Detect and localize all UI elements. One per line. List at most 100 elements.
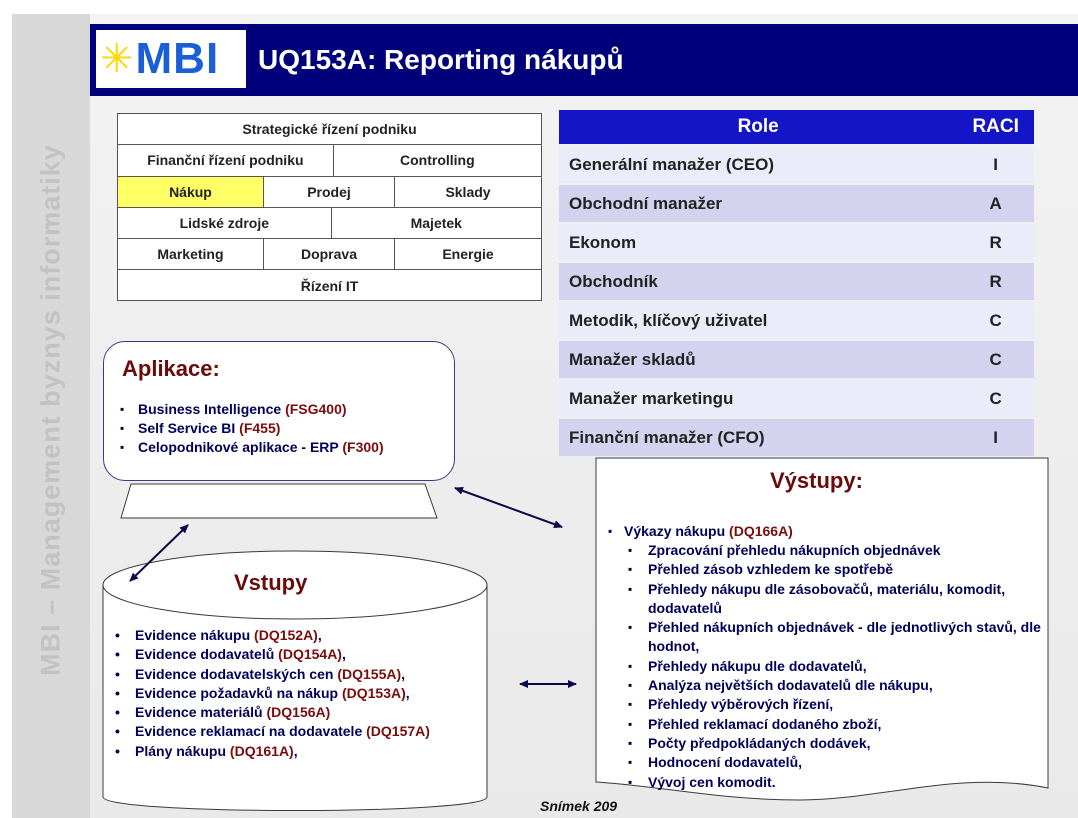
raci-role: Generální manažer (CEO): [559, 146, 958, 183]
header-bar: [90, 24, 1078, 96]
slide-number: Snímek 209: [540, 798, 618, 814]
outputs-title: Výstupy:: [770, 468, 863, 493]
applications-box: Aplikace: Business Intelligence (FSG400)…: [103, 341, 455, 481]
item-code: (F300): [342, 439, 384, 455]
item-text: Evidence reklamací na dodavatele: [135, 723, 367, 740]
raci-role: Finanční manažer (CFO): [559, 419, 958, 456]
item-suffix: ,: [405, 684, 410, 701]
outputs-main-item: Výkazy nákupu (DQ166A): [606, 522, 1046, 541]
list-item: Evidence nákupu (DQ152A),: [115, 626, 495, 646]
item-text: Self Service BI: [138, 420, 240, 436]
area-row: Finanční řízení podniku Controlling: [118, 145, 541, 177]
raci-header-row: Role RACI: [559, 110, 1034, 144]
item-text: Plány nákupu: [135, 742, 230, 759]
area-cell: Řízení IT: [300, 278, 359, 295]
item-code: (DQ154A): [278, 646, 342, 663]
monitor-stand-shape: [120, 483, 438, 519]
area-cell: Sklady: [445, 183, 491, 200]
raci-role: Ekonom: [559, 224, 958, 261]
item-code: (FSG400): [285, 401, 347, 417]
area-row: Marketing Doprava Energie: [118, 239, 541, 271]
cylinder-top-shape: [102, 550, 488, 620]
item-text: Evidence dodavatelů: [135, 646, 279, 663]
area-cell: Majetek: [410, 215, 462, 232]
list-item: Přehled nákupních objednávek - dle jedno…: [628, 618, 1048, 657]
item-text: Business Intelligence: [138, 401, 286, 417]
item-code: (DQ153A): [341, 684, 406, 701]
item-suffix: ,: [293, 742, 298, 759]
sun-icon: ✳: [100, 37, 134, 81]
raci-value: A: [957, 185, 1034, 222]
area-cell: Finanční řízení podniku: [118, 145, 334, 176]
raci-value: R: [957, 263, 1034, 300]
list-item: Plány nákupu (DQ161A),: [115, 742, 495, 762]
item-text: Evidence nákupu: [135, 627, 255, 643]
list-item: Evidence reklamací na dodavatele (DQ157A…: [115, 722, 435, 742]
inputs-list: Evidence nákupu (DQ152A), Evidence dodav…: [107, 626, 495, 761]
applications-title: Aplikace:: [122, 356, 220, 381]
area-cell: Prodej: [264, 176, 396, 207]
area-cell: Lidské zdroje: [118, 207, 332, 239]
arrow-app-output: [454, 486, 563, 529]
list-item: Evidence dodavatelů (DQ154A),: [115, 645, 495, 665]
list-item: Přehledy nákupu dle dodavatelů,: [628, 657, 1046, 677]
list-item: Přehledy nákupu dle zásobovačů, materiál…: [628, 580, 1008, 619]
item-code: (F455): [239, 420, 281, 436]
list-item: Evidence dodavatelských cen (DQ155A),: [115, 665, 495, 685]
logo-text: MBI: [135, 34, 220, 83]
item-code: (DQ161A): [229, 742, 294, 759]
inputs-title: Vstupy: [234, 570, 308, 595]
area-cell: Energie: [442, 246, 494, 263]
item-text: Evidence materiálů: [135, 704, 267, 721]
page-title: UQ153A: Reporting nákupů: [258, 44, 624, 75]
raci-value: C: [957, 302, 1034, 339]
raci-value: I: [957, 419, 1034, 456]
item-code: (DQ166A): [729, 523, 793, 539]
area-row: Lidské zdroje Majetek: [118, 207, 541, 240]
item-code: (DQ156A): [266, 704, 331, 721]
raci-value: C: [957, 341, 1034, 378]
list-item: Přehled zásob vzhledem ke spotřebě: [628, 560, 1046, 580]
arrow-app-input: [129, 524, 189, 582]
list-item: Evidence požadavků na nákup (DQ153A),: [115, 684, 495, 704]
list-item: Přehledy výběrových řízení,: [628, 695, 1046, 715]
list-item: Business Intelligence (FSG400): [120, 400, 384, 419]
raci-role: Manažer skladů: [559, 341, 958, 378]
list-item: Vývoj cen komodit.: [628, 773, 1046, 793]
list-item: Celopodnikové aplikace - ERP (F300): [120, 438, 384, 457]
list-item: Počty předpokládaných dodávek,: [628, 734, 1046, 754]
outputs-list: Výkazy nákupu (DQ166A) Zpracování přehle…: [606, 522, 1046, 792]
business-area-table: Strategické řízení podniku Finanční říze…: [117, 113, 542, 301]
list-item: Self Service BI (F455): [120, 419, 384, 438]
list-item: Zpracování přehledu nákupních objednávek: [628, 541, 1046, 561]
list-item: Analýza největších dodavatelů dle nákupu…: [628, 676, 1046, 696]
applications-list: Business Intelligence (FSG400) Self Serv…: [116, 400, 384, 457]
area-cell-highlighted: Nákup: [118, 176, 264, 207]
logo: ✳ MBI: [96, 30, 246, 88]
item-text: Evidence dodavatelských cen: [135, 665, 338, 682]
raci-table: Role RACI Generální manažer (CEO)I Obcho…: [559, 108, 1034, 458]
area-cell: Doprava: [264, 239, 396, 270]
item-text: Celopodnikové aplikace - ERP: [138, 439, 343, 455]
item-suffix: ,: [341, 646, 346, 663]
area-cell: Marketing: [118, 239, 264, 270]
raci-header-role: Role: [559, 110, 958, 144]
item-code: (DQ155A): [337, 665, 402, 682]
raci-role: Obchodní manažer: [559, 185, 958, 222]
raci-value: I: [957, 146, 1034, 183]
list-item: Hodnocení dodavatelů,: [628, 753, 1046, 773]
sidebar: [12, 14, 90, 818]
item-suffix: ,: [317, 627, 322, 643]
item-text: Evidence požadavků na nákup: [135, 684, 342, 701]
raci-header-raci: RACI: [957, 110, 1034, 144]
area-row: Nákup Prodej Sklady: [118, 176, 541, 208]
list-item: Přehled reklamací dodaného zboží,: [628, 715, 1046, 735]
item-code: (DQ152A): [254, 627, 318, 643]
raci-value: C: [957, 380, 1034, 417]
raci-role: Manažer marketingu: [559, 380, 958, 417]
area-cell: Strategické řízení podniku: [242, 121, 417, 138]
